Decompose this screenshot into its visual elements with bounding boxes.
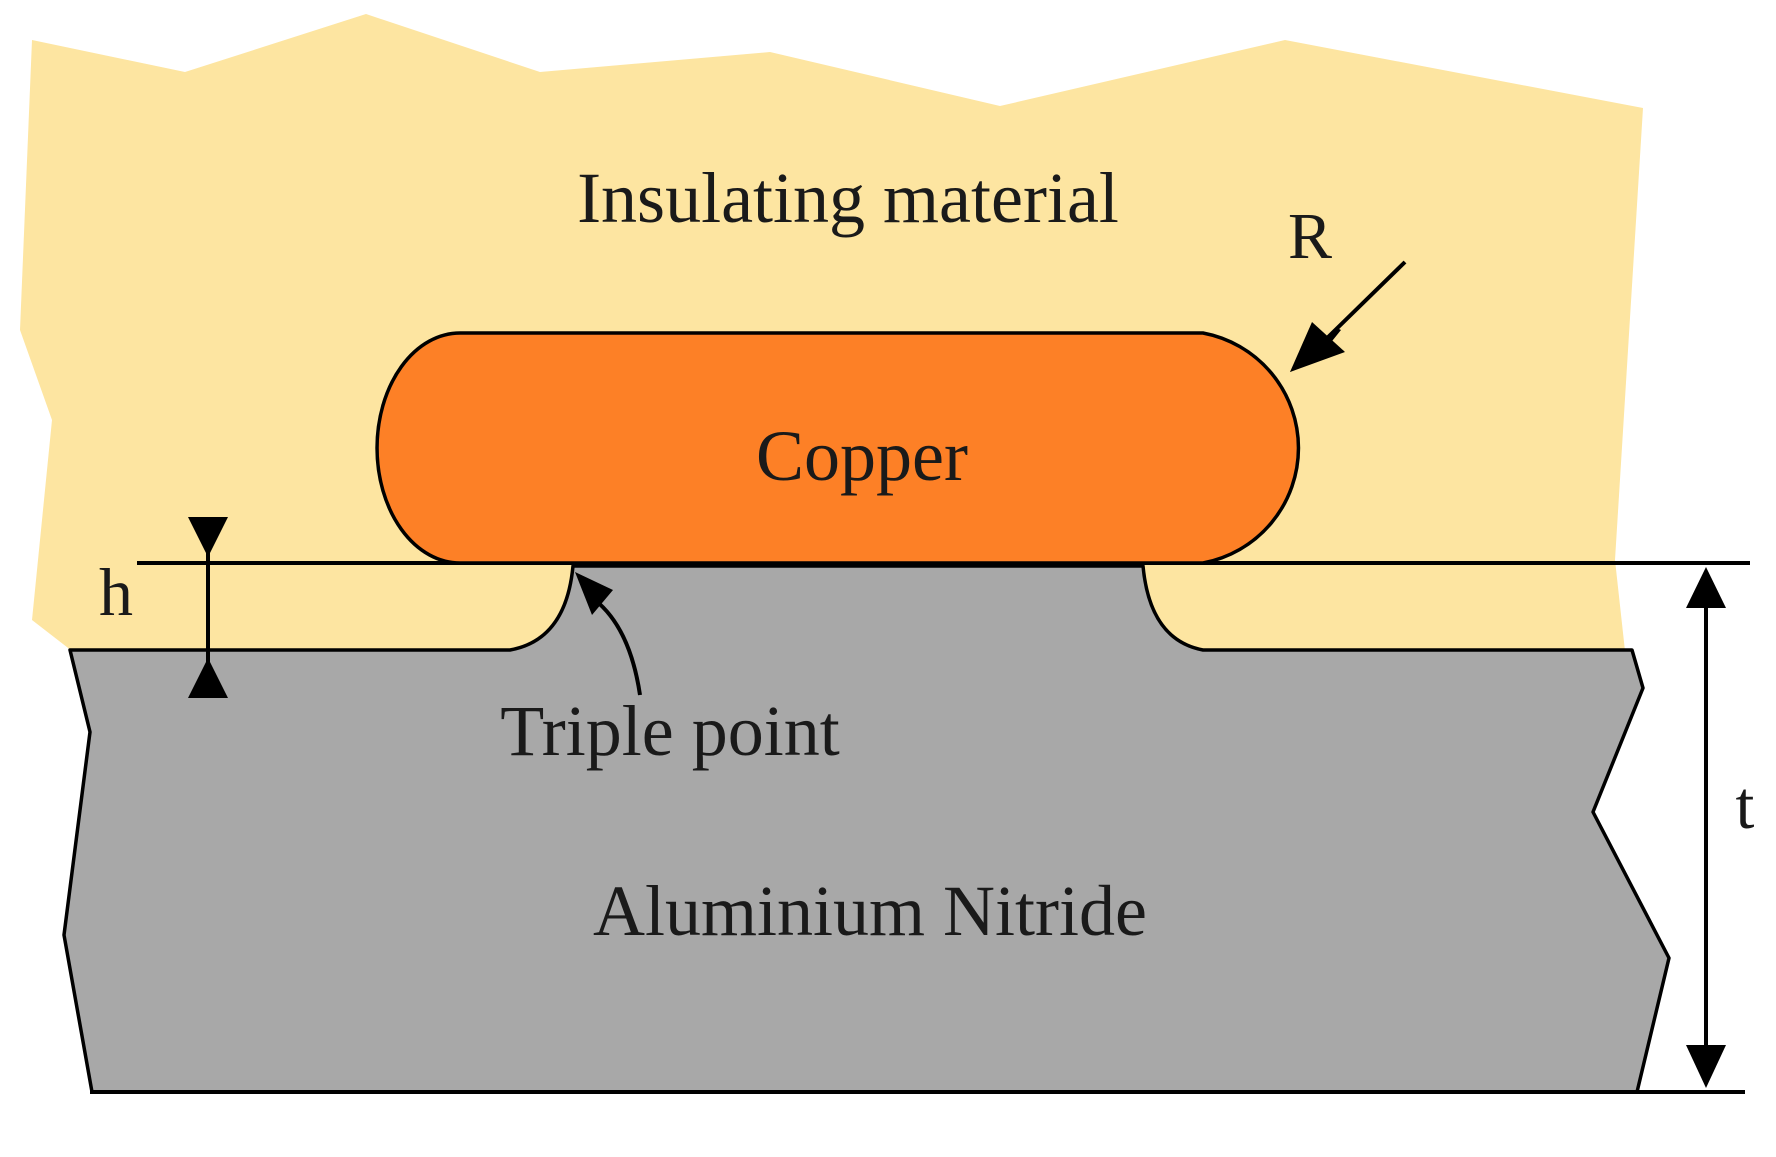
thickness-dimension (1686, 567, 1726, 1088)
label-copper: Copper (756, 416, 968, 496)
label-aluminium-nitride: Aluminium Nitride (593, 871, 1147, 951)
aluminium-nitride-substrate (62, 564, 1671, 1094)
height-dimension (188, 517, 228, 698)
label-height: h (99, 554, 133, 630)
label-insulating-material: Insulating material (577, 158, 1119, 238)
label-triple-point: Triple point (500, 691, 839, 771)
triple-point-arrow (575, 572, 642, 696)
label-radius: R (1288, 200, 1332, 273)
radius-arrow (1290, 260, 1407, 372)
copper-trace (375, 331, 1301, 565)
label-thickness: t (1736, 767, 1755, 843)
